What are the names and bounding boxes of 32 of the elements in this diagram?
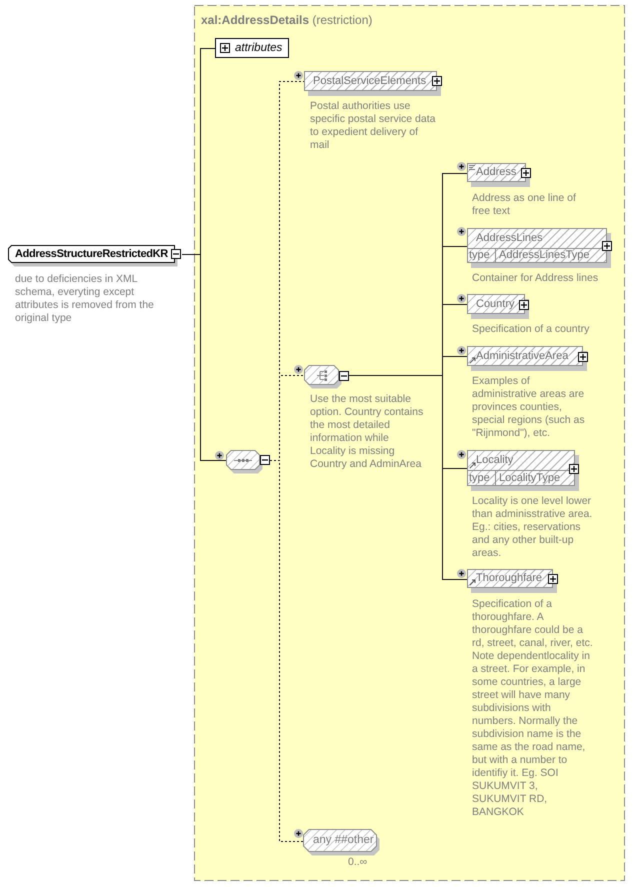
description-text: Specification of a country xyxy=(472,323,590,336)
attributes-box xyxy=(215,38,289,58)
group-title: xal:AddressDetails (restriction) xyxy=(201,13,372,27)
wildcard-box xyxy=(303,829,381,856)
type-label: type xyxy=(469,471,490,485)
description-text: Container for Address lines xyxy=(472,272,600,285)
description-text: due to deficiencies in XML schema, everyting except attributes is removed from the original type xyxy=(15,273,155,325)
element-box xyxy=(8,245,182,268)
description-text: Address as one line of free text xyxy=(472,192,577,218)
element-name: PostalServiceElements xyxy=(313,74,426,89)
type-label: type xyxy=(469,249,490,262)
description-text: Locality is one level lower than adminisstrative area. Eg.: cities, reservations and any other built-up areas. xyxy=(472,495,594,560)
element-name: AddressLines xyxy=(476,231,543,246)
description-text: Specification of a thoroughfare. A thoroughfare could be a rd, street, canal, river, etc. Note dependentlocality in a street. For example, in some countries, a large street will have many subdivisions with numbers. Normally the subdivision name is the same as the road name, but with a number to identifiy it. Eg. SOI SUKUMVIT 3, SUKUMVIT RD, BANGKOK xyxy=(472,598,594,819)
attributes-label: attributes xyxy=(235,41,282,56)
type-name: LocalityType xyxy=(499,471,560,485)
description-text: Postal authorities use specific postal service data to expedient delivery of mail xyxy=(310,100,436,152)
choice-compositor xyxy=(304,365,349,390)
connector-line xyxy=(348,375,468,580)
description-text: Examples of administrative areas are provinces counties, special regions (such as "Rijnmond"), etc. xyxy=(472,375,586,440)
restriction-group xyxy=(194,5,625,881)
sequence-compositor xyxy=(226,450,270,475)
occurrence-label: 0..∞ xyxy=(348,856,368,869)
element-name: Address xyxy=(476,165,516,180)
element-name: Country xyxy=(476,297,515,312)
description-text: Use the most suitable option. Country contains the most detailed information while Locality is missing Country and AdminArea xyxy=(310,393,424,471)
element-name: Thoroughfare xyxy=(476,571,542,586)
type-name: AddressLinesType xyxy=(499,249,590,262)
element-name: Locality xyxy=(476,453,514,468)
wildcard-name: any ##other xyxy=(313,833,374,848)
element-name: AdministrativeArea xyxy=(476,349,568,364)
element-name: AddressStructureRestrictedKR xyxy=(15,247,168,262)
